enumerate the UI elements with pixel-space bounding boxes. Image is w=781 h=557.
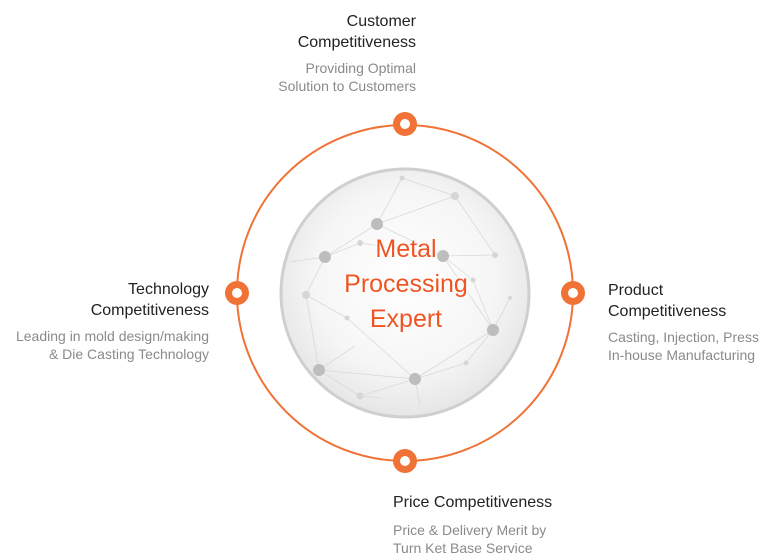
- technology-competitiveness-block: Technology Competitiveness Leading in mo…: [0, 279, 209, 363]
- price-competitiveness-title: Price Competitiveness: [393, 494, 553, 511]
- center-title: Metal Processing Expert: [300, 232, 512, 337]
- price-competitiveness-desc: Price & Delivery Merit by Turn Ket Base …: [393, 522, 547, 556]
- technology-competitiveness-desc: Leading in mold design/making & Die Cast…: [15, 328, 209, 362]
- orbit-node-top: [393, 112, 417, 136]
- customer-competitiveness-block: Customer Competitiveness Providing Optim…: [216, 11, 416, 95]
- customer-competitiveness-desc: Providing Optimal Solution to Customers: [278, 60, 416, 94]
- orbit-node-right: [561, 281, 585, 305]
- product-competitiveness-block: Product Competitiveness Casting, Injecti…: [608, 280, 780, 364]
- product-competitiveness-title: Product Competitiveness: [608, 282, 727, 320]
- customer-competitiveness-title: Customer Competitiveness: [297, 13, 416, 51]
- network-circle: [279, 167, 531, 419]
- center-title-line: Processing: [344, 270, 468, 298]
- technology-competitiveness-title: Technology Competitiveness: [90, 281, 209, 319]
- price-competitiveness-block: Price Competitiveness Price & Delivery M…: [393, 492, 593, 557]
- center-title-line: Expert: [369, 305, 443, 333]
- center-title-line: Metal: [375, 235, 437, 263]
- product-competitiveness-desc: Casting, Injection, Press In-house Manuf…: [608, 329, 759, 363]
- orbit-node-bottom: [393, 449, 417, 473]
- orbit-node-left: [225, 281, 249, 305]
